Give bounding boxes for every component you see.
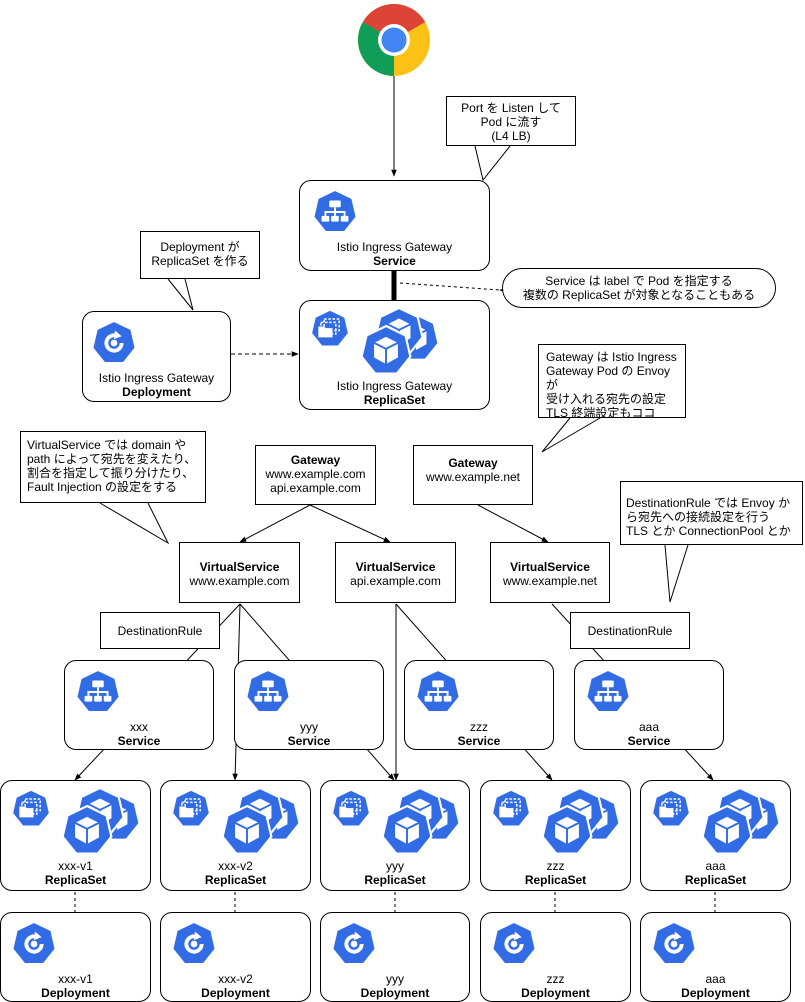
node-kind: Service [373, 254, 416, 268]
node-kind: ReplicaSet [363, 393, 426, 407]
k8s-service-icon [245, 669, 291, 715]
virtualservice-host: www.example.net [502, 574, 598, 588]
node-kind: Deployment [521, 986, 590, 1000]
node-kind: VirtualService [355, 560, 436, 574]
callout-virtualservice: VirtualService では domain や path によって宛先を変… [20, 431, 206, 503]
node-name: aaa [705, 859, 726, 873]
node-kind: ReplicaSet [44, 873, 107, 887]
deployment-node: aaa Deployment [640, 912, 791, 1002]
node-kind: Service [117, 734, 161, 748]
k8s-deployment-icon [91, 320, 137, 366]
node-kind: Service [627, 734, 671, 748]
k8s-replicaset-icon [651, 787, 781, 857]
node-name: yyy [386, 972, 404, 986]
node-kind: Deployment [41, 986, 110, 1000]
service-node: xxx Service [64, 660, 214, 750]
node-kind: Deployment [360, 986, 430, 1000]
node-kind: VirtualService [510, 560, 590, 574]
node-name: xxx-v2 [218, 972, 253, 986]
node-kind: Service [457, 734, 501, 748]
callout-gateway: Gateway は Istio Ingress Gateway Pod の En… [538, 344, 686, 420]
k8s-deployment-icon [171, 921, 217, 967]
callout-deployment: Deployment が ReplicaSet を作る [140, 231, 260, 279]
chrome-icon [356, 2, 432, 78]
deployment-node: yyy Deployment [320, 912, 470, 1002]
gateway-host: api.example.com [270, 481, 361, 495]
node-name: yyy [386, 859, 404, 873]
node-name: xxx-v1 [58, 859, 93, 873]
callout-port-listen: Port を Listen して Pod に流す (L4 LB) [446, 96, 576, 146]
node-name: xxx-v2 [218, 859, 253, 873]
node-kind: ReplicaSet [204, 873, 267, 887]
node-name: zzz [546, 859, 565, 873]
ingress-replicaset-node: Istio Ingress Gateway ReplicaSet [299, 300, 490, 410]
node-name: Istio Ingress Gateway [336, 240, 453, 254]
deployment-node: zzz Deployment [480, 912, 631, 1002]
k8s-service-icon [585, 669, 631, 715]
callout-destinationrule: DestinationRule では Envoy か ら宛先への接続設定を行う … [620, 481, 803, 545]
node-kind: ReplicaSet [524, 873, 587, 887]
k8s-deployment-icon [491, 921, 537, 967]
virtualservice-node: VirtualService api.example.com [335, 542, 456, 603]
node-kind: Deployment [201, 986, 270, 1000]
service-node: yyy Service [234, 660, 384, 750]
node-name: aaa [705, 972, 726, 986]
service-node: aaa Service [574, 660, 724, 750]
destinationrule-node: DestinationRule [570, 612, 690, 649]
gateway-host: www.example.net [425, 470, 521, 484]
node-kind: Deployment [681, 986, 750, 1000]
node-kind: Deployment [122, 385, 191, 399]
node-name: xxx-v1 [58, 972, 93, 986]
node-name: xxx [130, 720, 148, 734]
k8s-service-icon [312, 189, 358, 235]
node-kind: DestinationRule [117, 623, 203, 638]
node-kind: DestinationRule [587, 623, 673, 638]
k8s-replicaset-icon [11, 787, 141, 857]
node-kind: Gateway [448, 456, 498, 470]
replicaset-node: aaa ReplicaSet [640, 780, 791, 891]
k8s-replicaset-icon [171, 787, 301, 857]
ingress-service-node: Istio Ingress Gateway Service [299, 180, 490, 271]
gateway-host: www.example.com [265, 467, 366, 481]
k8s-service-icon [415, 669, 461, 715]
virtualservice-host: www.example.com [189, 574, 290, 588]
k8s-replicaset-icon [331, 787, 461, 857]
ingress-deployment-node: Istio Ingress Gateway Deployment [82, 311, 231, 402]
node-kind: ReplicaSet [684, 873, 747, 887]
node-name: yyy [300, 720, 318, 734]
replicaset-node: xxx-v1 ReplicaSet [0, 780, 151, 891]
replicaset-node: zzz ReplicaSet [480, 780, 631, 891]
node-kind: Service [287, 734, 331, 748]
deployment-node: xxx-v2 Deployment [160, 912, 311, 1002]
service-node: zzz Service [404, 660, 554, 750]
gateway-node: Gateway www.example.net [413, 445, 533, 505]
node-name: Istio Ingress Gateway [336, 379, 453, 393]
node-name: Istio Ingress Gateway [98, 371, 215, 385]
virtualservice-node: VirtualService www.example.net [490, 542, 610, 603]
node-name: zzz [546, 972, 565, 986]
k8s-replicaset-icon [491, 787, 621, 857]
k8s-deployment-icon [651, 921, 697, 967]
deployment-node: xxx-v1 Deployment [0, 912, 151, 1002]
node-name: aaa [638, 720, 660, 734]
replicaset-node: yyy ReplicaSet [320, 780, 470, 891]
replicaset-node: xxx-v2 ReplicaSet [160, 780, 311, 891]
k8s-deployment-icon [331, 921, 377, 967]
destinationrule-node: DestinationRule [100, 612, 220, 649]
k8s-replicaset-icon [310, 307, 440, 377]
node-kind: Gateway [290, 453, 341, 467]
node-kind: ReplicaSet [364, 873, 426, 887]
virtualservice-node: VirtualService www.example.com [179, 542, 300, 603]
k8s-deployment-icon [11, 921, 57, 967]
virtualservice-host: api.example.com [350, 574, 441, 588]
callout-service-label: Service は label で Pod を指定する 複数の ReplicaS… [502, 268, 776, 308]
node-name: zzz [470, 720, 488, 734]
k8s-service-icon [75, 669, 121, 715]
node-kind: VirtualService [199, 560, 280, 574]
gateway-node: Gateway www.example.com api.example.com [255, 445, 376, 505]
